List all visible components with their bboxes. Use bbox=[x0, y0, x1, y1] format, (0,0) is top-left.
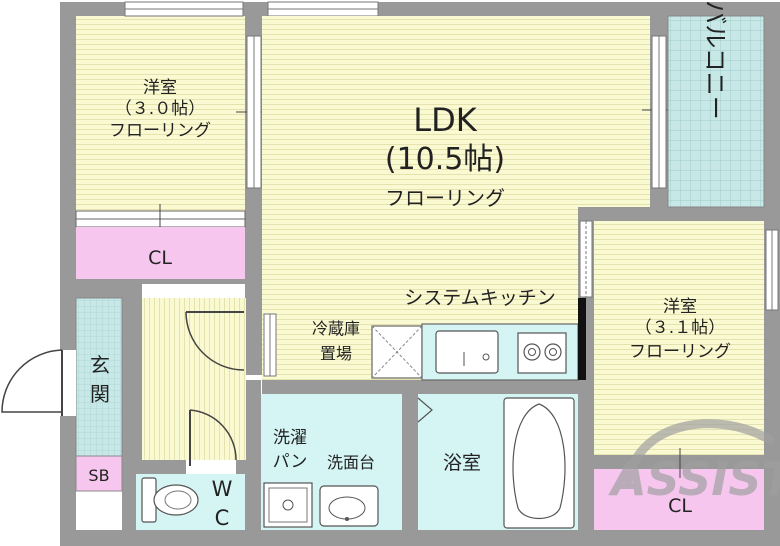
western-room-2: 洋室 （３.１帖） フローリング CL bbox=[594, 221, 764, 530]
window-right bbox=[765, 229, 779, 311]
window-top-ldk bbox=[267, 1, 379, 17]
system-kitchen: システムキッチン bbox=[404, 287, 586, 381]
washbasin-icon bbox=[319, 485, 379, 527]
assist-logo: ASSIST bbox=[608, 419, 780, 506]
balcony-label: バルコニー bbox=[701, 0, 729, 120]
ldk-floor: フローリング bbox=[385, 186, 505, 210]
sliding-partition-1 bbox=[246, 35, 262, 189]
entrance-label-1: 玄 bbox=[90, 353, 110, 377]
sink-icon bbox=[435, 330, 499, 374]
laundry-pan-icon bbox=[263, 482, 313, 528]
balcony: バルコニー bbox=[667, 0, 765, 208]
toilet-fixture bbox=[141, 477, 199, 523]
balcony-text: バルコニー bbox=[701, 0, 729, 120]
laundry-label-1: 洗濯 bbox=[273, 428, 307, 448]
entrance-door bbox=[1, 349, 76, 416]
western-room-1-name: 洋室 bbox=[143, 78, 177, 98]
entrance: 玄 関 bbox=[75, 297, 123, 457]
ldk-name: LDK bbox=[413, 101, 477, 139]
bathtub-icon bbox=[503, 397, 575, 529]
fridge-space: 冷蔵庫 置場 bbox=[312, 319, 423, 379]
stove-icon bbox=[517, 332, 567, 374]
western-room-1-floor: フローリング bbox=[109, 121, 211, 141]
shoe-box: SB bbox=[75, 455, 123, 492]
fridge-label-1: 冷蔵庫 bbox=[312, 319, 360, 338]
closet-1-label: CL bbox=[148, 247, 172, 269]
western-room-2-name: 洋室 bbox=[663, 297, 697, 317]
laundry-label-2: パン bbox=[273, 452, 308, 472]
closet-2-label: CL bbox=[668, 495, 692, 517]
window-top-left bbox=[124, 1, 244, 17]
western-room-2-size: （３.１帖） bbox=[635, 318, 725, 338]
toilet-label-1: W bbox=[212, 477, 233, 501]
bathroom: 浴室 bbox=[417, 394, 578, 530]
ldk-size: (10.5帖) bbox=[385, 142, 505, 177]
toilet-label-2: C bbox=[215, 506, 230, 530]
kitchen-label: システムキッチン bbox=[404, 287, 555, 309]
western-room-2-floor: フローリング bbox=[629, 342, 731, 362]
assist-logo-text: ASSIST bbox=[608, 452, 780, 506]
bathroom-label: 浴室 bbox=[443, 452, 481, 474]
sliding-door-2 bbox=[579, 220, 593, 298]
shoe-box-label: SB bbox=[88, 466, 109, 485]
sliding-window-balcony bbox=[651, 35, 667, 189]
western-room-1-size: （３.０帖） bbox=[115, 99, 205, 119]
entrance-label-2: 関 bbox=[90, 382, 110, 406]
fridge-label-2: 置場 bbox=[320, 344, 352, 363]
toilet-room: W C bbox=[136, 409, 245, 530]
western-room-1: 洋室 （３.０帖） フローリング CL bbox=[75, 16, 270, 279]
washbasin-label: 洗面台 bbox=[327, 453, 375, 472]
wash-room: 洗濯 パン 洗面台 bbox=[261, 394, 402, 530]
